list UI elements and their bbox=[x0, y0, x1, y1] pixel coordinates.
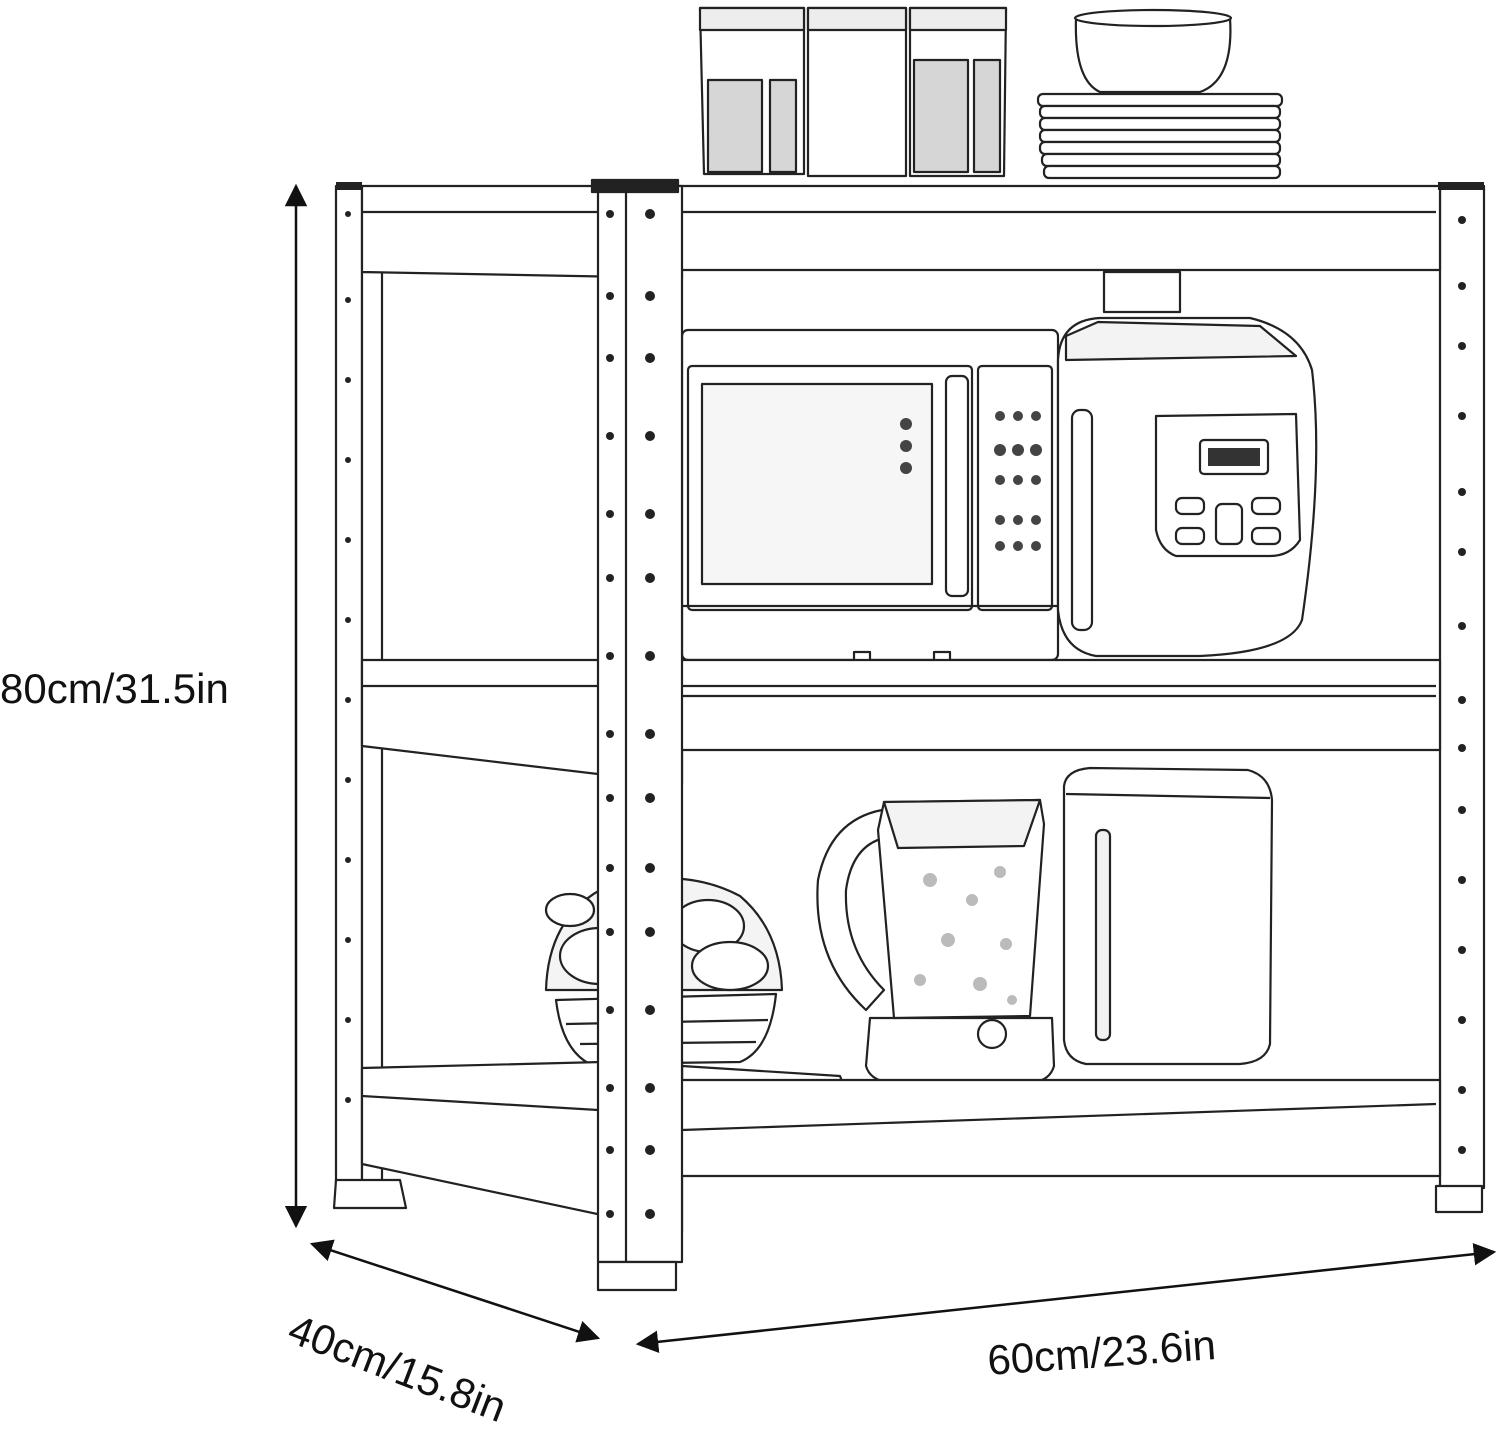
front-left-upright bbox=[590, 178, 684, 1292]
kettle-illustration bbox=[816, 798, 1056, 1084]
middle-shelf bbox=[360, 658, 1442, 786]
plates-illustration bbox=[1036, 8, 1284, 180]
container-illustration bbox=[1062, 766, 1274, 1066]
depth-arrow bbox=[309, 1239, 601, 1343]
pressure-cooker-illustration bbox=[1056, 316, 1318, 658]
bottom-shelf bbox=[360, 1058, 1442, 1234]
height-label: 80cm/31.5in bbox=[0, 665, 229, 712]
jars-illustration bbox=[698, 6, 1008, 178]
rear-left-upright bbox=[332, 184, 408, 1210]
top-shelf bbox=[360, 184, 1442, 314]
front-left-upright-holes bbox=[606, 209, 655, 1219]
microwave-illustration bbox=[680, 328, 1060, 666]
width-arrow bbox=[635, 1242, 1497, 1354]
rear-upright-holes bbox=[345, 211, 1466, 1154]
